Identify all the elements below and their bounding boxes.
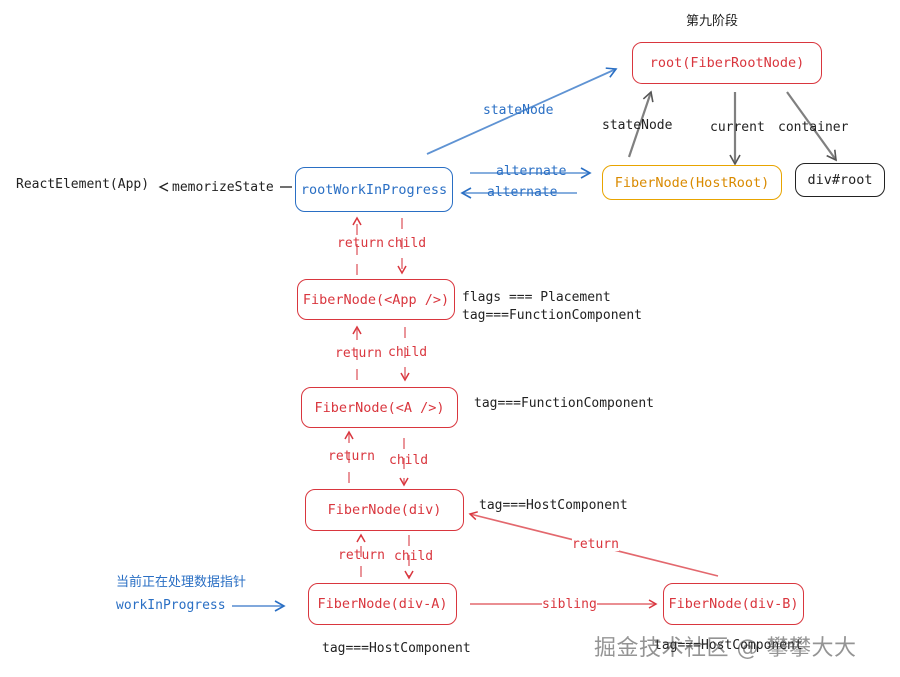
annotation-div-tag: tag===HostComponent xyxy=(479,498,628,513)
label-statenode-blue: stateNode xyxy=(483,103,554,118)
label-react-element: ReactElement(App) xyxy=(16,177,150,192)
node-a[interactable]: FiberNode(<A />) xyxy=(301,387,458,428)
annotation-div-b-tag: tag===HostComponent xyxy=(654,638,803,653)
label-child-4: child xyxy=(394,549,434,564)
node-root[interactable]: root(FiberRootNode) xyxy=(632,42,822,84)
node-div[interactable]: FiberNode(div) xyxy=(305,489,464,531)
stage-title: 第九阶段 xyxy=(686,14,739,29)
pointer-description: 当前正在处理数据指针 xyxy=(116,575,247,590)
label-child-2: child xyxy=(388,345,428,360)
label-current: current xyxy=(710,120,765,135)
node-host-root[interactable]: FiberNode(HostRoot) xyxy=(602,165,782,200)
label-container: container xyxy=(778,120,849,135)
label-return-div-b: return xyxy=(572,537,619,552)
watermark: 掘金技术社区 @ 攀攀大大 xyxy=(594,636,857,661)
annotation-app-tag: tag===FunctionComponent xyxy=(462,308,643,323)
annotation-div-a-tag: tag===HostComponent xyxy=(322,641,471,656)
annotation-app-flags: flags === Placement xyxy=(462,290,611,305)
edge-memorizestate-head xyxy=(158,182,169,192)
label-return-2: return xyxy=(335,346,382,361)
label-alternate-bottom: alternate xyxy=(487,185,558,200)
label-return-4: return xyxy=(338,548,385,563)
node-div-root[interactable]: div#root xyxy=(795,163,885,197)
label-return-3: return xyxy=(328,449,375,464)
label-sibling: sibling xyxy=(542,597,597,612)
label-return-1: return xyxy=(337,236,384,251)
label-memorize-state: memorizeState xyxy=(172,180,274,195)
label-child-3: child xyxy=(389,453,429,468)
edge-statenode-wip-root xyxy=(426,67,618,155)
node-app[interactable]: FiberNode(<App />) xyxy=(297,279,455,320)
label-statenode-gray: stateNode xyxy=(602,118,673,133)
node-div-a[interactable]: FiberNode(div-A) xyxy=(308,583,457,625)
label-child-1: child xyxy=(387,236,427,251)
pointer-name: workInProgress xyxy=(116,598,226,613)
node-div-b[interactable]: FiberNode(div-B) xyxy=(663,583,804,625)
node-root-work-in-progress[interactable]: rootWorkInProgress xyxy=(295,167,453,212)
edge-container xyxy=(786,91,837,162)
edge-statenode-hostroot-root xyxy=(627,90,654,158)
annotation-a-tag: tag===FunctionComponent xyxy=(474,396,655,411)
label-alternate-top: alternate xyxy=(496,164,567,179)
